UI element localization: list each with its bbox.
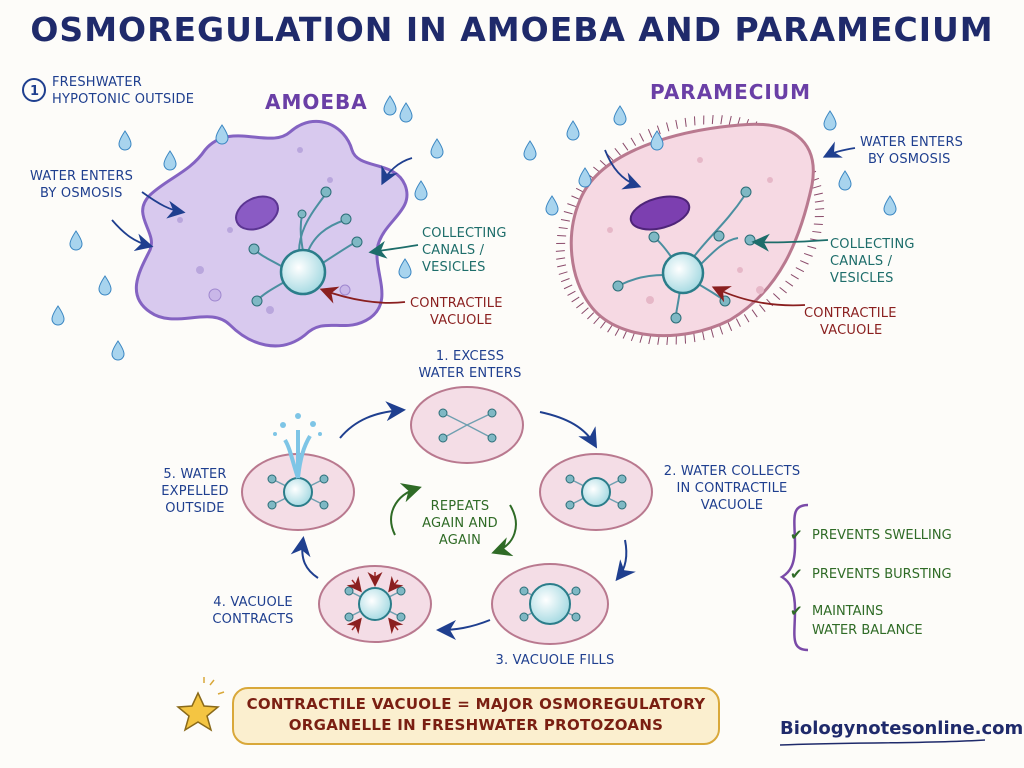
step-4-label-1: 4. VACUOLE <box>213 595 293 610</box>
paramecium-canals-label-3: VESICLES <box>830 271 894 286</box>
amoeba-vacuole-label-1: CONTRACTILE <box>410 296 503 311</box>
amoeba-water-label-2: BY OSMOSIS <box>40 186 123 201</box>
paramecium-contractile-vacuole <box>661 251 705 295</box>
website-link[interactable]: Biologynotesonline.com <box>780 718 1024 739</box>
cycle-arrows <box>290 401 636 640</box>
summary-box: CONTRACTILE VACUOLE = MAJOR OSMOREGULATO… <box>232 687 720 745</box>
cycle-center-label-1: REPEATS <box>430 499 490 514</box>
check-icon: ✔ <box>790 602 803 620</box>
paramecium-vacuole-label-2: VACUOLE <box>820 323 883 338</box>
intro-line-2: HYPOTONIC OUTSIDE <box>52 92 195 107</box>
benefit-water-balance: WATER BALANCE <box>812 622 923 639</box>
intro-number: 1 <box>30 84 40 99</box>
step-3-label: 3. VACUOLE FILLS <box>495 653 615 668</box>
cycle-step-cells <box>241 386 653 645</box>
paramecium-vacuole-label-1: CONTRACTILE <box>804 306 897 321</box>
paramecium-cell <box>555 115 825 345</box>
paramecium-canals-label-1: COLLECTING <box>830 237 915 252</box>
intro-line-1: FRESHWATER <box>52 75 142 90</box>
step-1-label-1: 1. EXCESS <box>435 349 505 364</box>
check-icon: ✔ <box>790 526 803 544</box>
step-5-label-1: 5. WATER <box>163 467 227 482</box>
amoeba-nucleus <box>235 195 279 231</box>
step-2-label-2: IN CONTRACTILE <box>676 481 788 496</box>
label-arrows <box>111 141 856 307</box>
paramecium-canals-label-2: CANALS / <box>830 254 893 269</box>
benefit-prevents-bursting: ✔ PREVENTS BURSTING <box>790 566 952 583</box>
number-circle <box>22 78 46 102</box>
cycle-center-label-2: AGAIN AND <box>422 516 498 531</box>
amoeba-cell <box>134 119 409 348</box>
benefit-maintains: ✔ MAINTAINS <box>790 603 884 620</box>
amoeba-canals-label-1: COLLECTING <box>422 226 507 241</box>
step-5-label-3: OUTSIDE <box>165 501 225 516</box>
step-2-label-3: VACUOLE <box>700 498 764 513</box>
summary-line-1: CONTRACTILE VACUOLE = MAJOR OSMOREGULATO… <box>246 695 706 713</box>
benefit-text: MAINTAINS <box>812 604 884 619</box>
amoeba-canals-label-3: VESICLES <box>422 260 486 275</box>
paramecium-water-label-2: BY OSMOSIS <box>868 152 951 167</box>
star-icon <box>176 677 225 732</box>
benefits-brace <box>779 503 809 652</box>
benefit-prevents-swelling: ✔ PREVENTS SWELLING <box>790 527 952 544</box>
page-title: OSMOREGULATION IN AMOEBA AND PARAMECIUM <box>30 10 994 49</box>
step-5-label-2: EXPELLED <box>161 484 229 499</box>
amoeba-canals-label-2: CANALS / <box>422 243 485 258</box>
amoeba-water-label-1: WATER ENTERS <box>30 169 134 184</box>
amoeba-contractile-vacuole <box>279 248 327 296</box>
paramecium-title: PARAMECIUM <box>650 80 812 104</box>
repeat-arrows <box>390 483 517 557</box>
website-underline <box>779 739 986 746</box>
amoeba-title: AMOEBA <box>265 90 368 114</box>
paramecium-water-label-1: WATER ENTERS <box>860 135 964 150</box>
amoeba-vacuole-label-2: VACUOLE <box>430 313 493 328</box>
benefit-text: WATER BALANCE <box>812 623 923 638</box>
benefit-text: PREVENTS SWELLING <box>812 528 952 543</box>
cycle-center-label-3: AGAIN <box>438 533 482 548</box>
paramecium-nucleus <box>629 195 691 231</box>
step-1-label-2: WATER ENTERS <box>418 366 522 381</box>
step-4-label-2: CONTRACTS <box>212 612 294 627</box>
summary-line-2: ORGANELLE IN FRESHWATER PROTOZOANS <box>288 716 664 734</box>
benefit-text: PREVENTS BURSTING <box>812 567 952 582</box>
step-2-label-1: 2. WATER COLLECTS <box>663 464 801 479</box>
check-icon: ✔ <box>790 565 803 583</box>
